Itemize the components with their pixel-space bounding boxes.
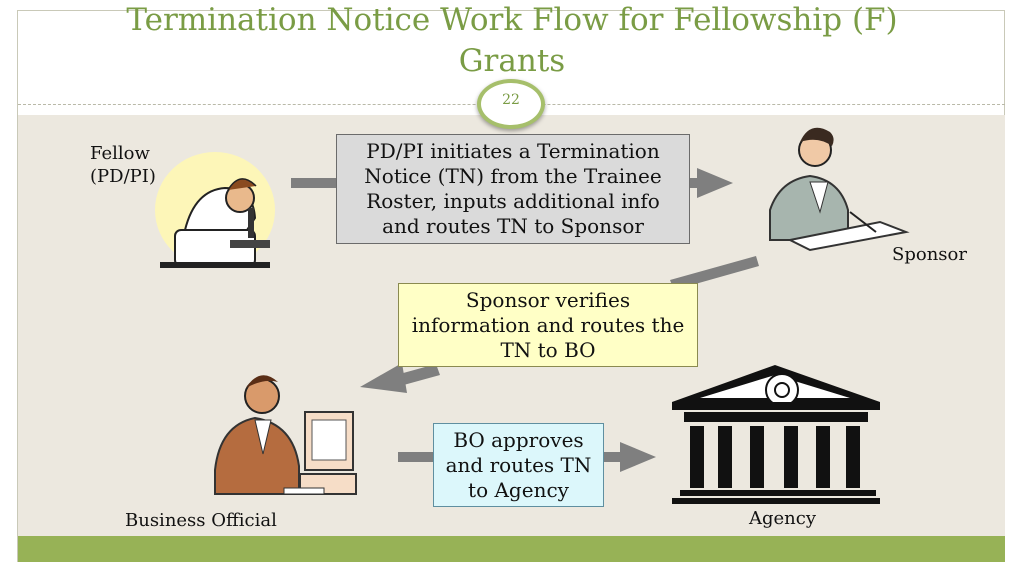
title-line-2: Grants xyxy=(458,43,566,79)
agency-illustration xyxy=(672,365,880,504)
arrow-fellow-to-sponsor xyxy=(291,168,733,198)
sponsor-illustration xyxy=(769,127,910,252)
sponsor-label: Sponsor xyxy=(892,244,967,265)
step-box-pdpi-initiates: PD/PI initiates a Termination Notice (TN… xyxy=(336,134,690,244)
step2-text: Sponsor verifies information and routes … xyxy=(411,287,685,362)
step3-text: BO approves and routes TN to Agency xyxy=(445,427,592,502)
title-line-1: Termination Notice Work Flow for Fellows… xyxy=(126,2,898,38)
arrow-sponsor-to-bo xyxy=(360,256,759,393)
slide-title: Termination Notice Work Flow for Fellows… xyxy=(30,0,994,82)
footer-bar xyxy=(18,536,1005,562)
page-number-badge xyxy=(477,79,545,129)
fellow-label-line2: (PD/PI) xyxy=(90,166,156,187)
step-box-sponsor-verifies: Sponsor verifies information and routes … xyxy=(398,283,698,367)
fellow-illustration xyxy=(155,152,275,268)
arrow-bo-to-agency xyxy=(398,442,656,472)
step-box-bo-approves: BO approves and routes TN to Agency xyxy=(433,423,604,507)
agency-label: Agency xyxy=(749,508,817,529)
business-official-illustration xyxy=(214,375,357,495)
page-number: 22 xyxy=(502,92,520,108)
fellow-label: Fellow (PD/PI) xyxy=(90,142,156,188)
business-official-label: Business Official xyxy=(125,510,277,531)
step1-text: PD/PI initiates a Termination Notice (TN… xyxy=(364,139,662,238)
fellow-label-line1: Fellow xyxy=(90,143,150,164)
